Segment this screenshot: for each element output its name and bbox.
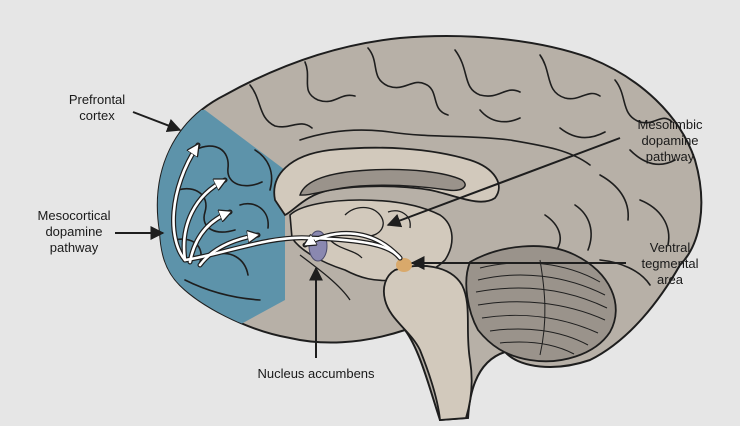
prefrontal-pointer-arrow <box>132 111 182 133</box>
lateral-ventricle <box>299 168 466 196</box>
cerebellum <box>465 245 617 363</box>
mesocortical-branch-4-arrow <box>198 235 258 267</box>
label-mesocortical-pathway: Mesocortical dopamine pathway <box>37 208 111 255</box>
mesocortical-trunk-arrow <box>183 236 402 262</box>
label-ventral-tegmental-area: Ventral tegmental area <box>641 240 699 287</box>
mesolimbic-pointer-arrow <box>386 137 621 228</box>
thalamus-details <box>299 206 411 301</box>
brainstem <box>382 264 473 421</box>
cortex-folds <box>174 47 676 301</box>
label-mesolimbic-pathway: Mesolimbic dopamine pathway <box>637 117 703 164</box>
mesocortical-branch-2-arrow <box>182 180 225 262</box>
cerebellum-folia <box>475 259 608 356</box>
label-nucleus-accumbens: Nucleus accumbens <box>257 366 375 381</box>
pathway-arrows <box>172 145 402 267</box>
label-prefrontal-cortex: Prefrontal cortex <box>68 92 126 123</box>
ventral-tegmental-area-region <box>396 258 412 272</box>
mesocortical-branch-1-arrow <box>172 145 198 262</box>
pointer-arrows <box>115 111 626 358</box>
mesocortical-branch-3-arrow <box>188 212 230 264</box>
